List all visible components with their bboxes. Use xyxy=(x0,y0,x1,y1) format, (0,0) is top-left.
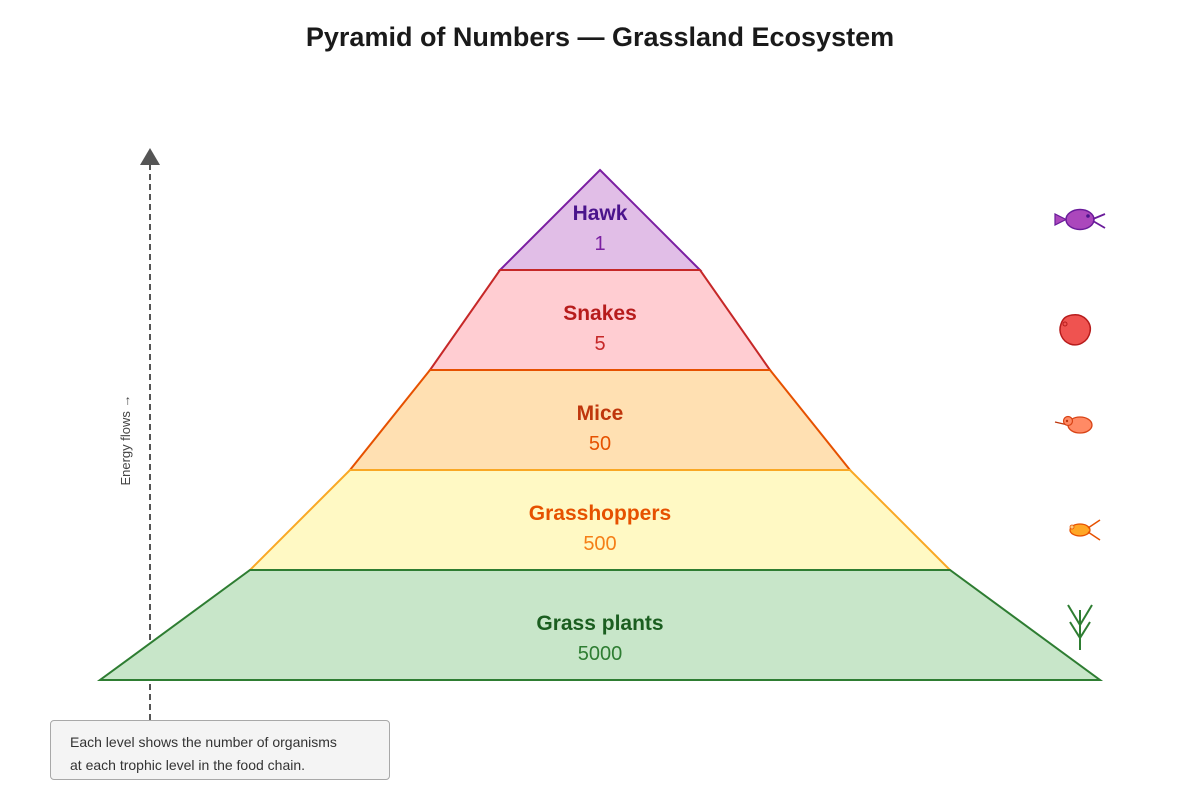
page-title: Pyramid of Numbers — Grassland Ecosystem xyxy=(305,22,895,52)
pyramid-tiers xyxy=(96,168,1104,681)
note-line-1: Each level shows the number of organisms xyxy=(70,734,337,750)
level-count-hawk: 1 xyxy=(594,233,605,255)
level-name-snakes: Snakes xyxy=(563,302,637,325)
energy-axis-label: Energy flows → xyxy=(118,394,133,485)
grass-icon xyxy=(1067,604,1093,650)
level-count-mice: 50 xyxy=(589,433,611,455)
tier-grass-plants xyxy=(96,569,1104,681)
level-name-hawk: Hawk xyxy=(573,202,628,225)
note-box: Each level shows the number of organisms… xyxy=(50,720,390,780)
level-name-mice: Mice xyxy=(577,402,624,425)
note-line-2: at each trophic level in the food chain. xyxy=(70,757,306,773)
grasshopper-icon xyxy=(1069,519,1101,541)
energy-axis-arrowhead xyxy=(140,148,160,165)
level-name-grass-plants: Grass plants xyxy=(536,612,663,635)
energy-axis: Energy flows → xyxy=(118,148,160,720)
mouse-icon xyxy=(1054,415,1093,434)
level-count-snakes: 5 xyxy=(594,333,605,355)
snake-icon xyxy=(1059,314,1092,346)
level-name-grasshoppers: Grasshoppers xyxy=(529,502,671,525)
level-count-grasshoppers: 500 xyxy=(583,533,616,555)
level-count-grass-plants: 5000 xyxy=(578,643,623,665)
tier-labels: Hawk 1 Snakes 5 Mice 50 Grasshoppers 500… xyxy=(529,202,671,665)
hawk-icon xyxy=(1054,208,1106,231)
